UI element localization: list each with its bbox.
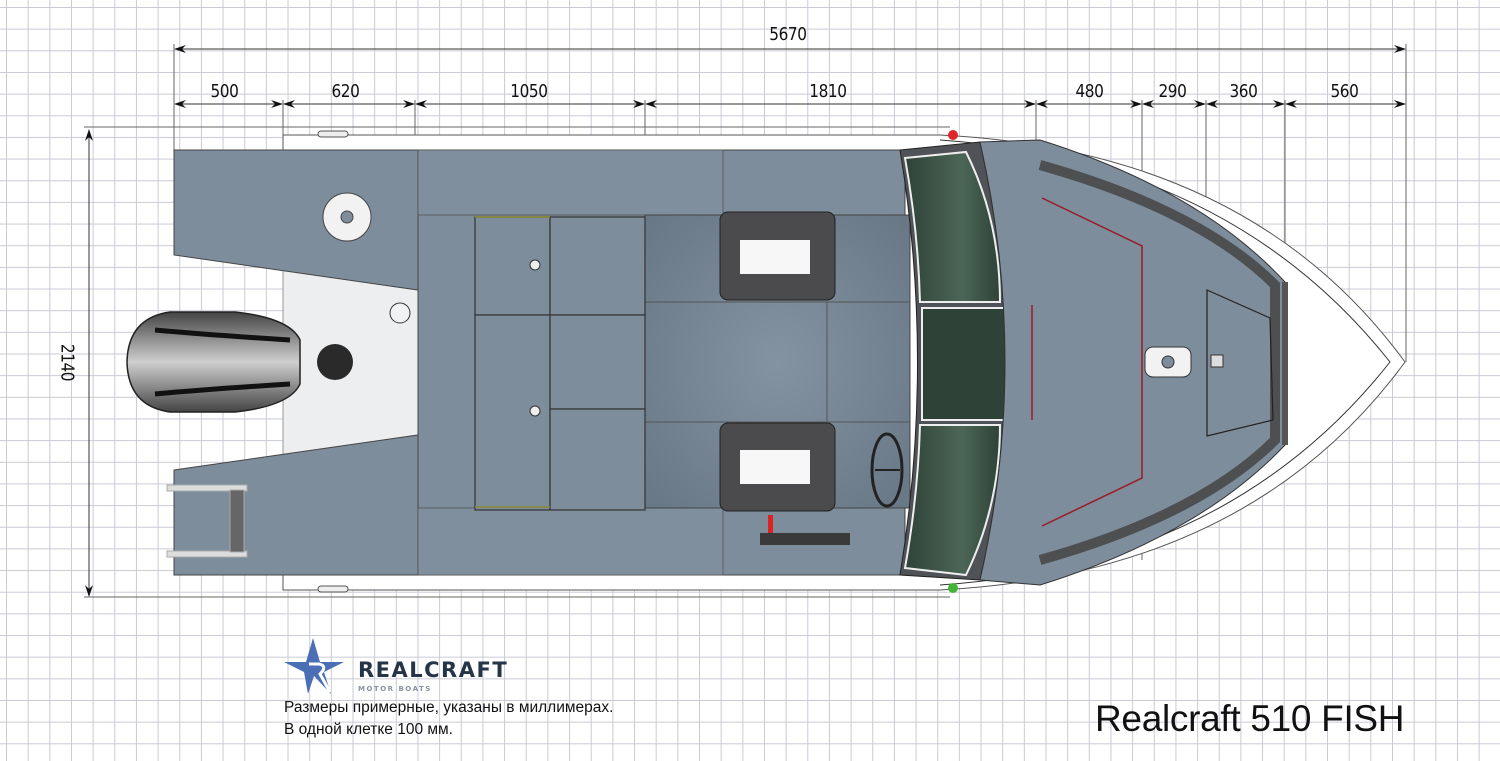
note-line-2: В одной клетке 100 мм. — [284, 721, 453, 738]
dim-segment-3: 1050 — [510, 81, 548, 102]
windshield-panel-port — [903, 150, 1002, 303]
dim-segment-1: 500 — [210, 81, 239, 102]
rear-deck-port — [173, 149, 419, 291]
boarding-ladder — [166, 484, 248, 558]
windshield-panel-starboard — [903, 424, 1002, 577]
windshield-panel-center — [921, 307, 1015, 421]
star-logo-icon — [284, 638, 344, 694]
dim-segment-4: 1810 — [809, 81, 847, 102]
hatch-latch-icons — [529, 259, 541, 417]
bow-deck — [979, 139, 1286, 586]
dim-segment-7: 360 — [1229, 81, 1258, 102]
dim-segment-2: 620 — [331, 81, 360, 102]
anchor-locker-hatch — [1206, 289, 1274, 437]
deck-hatches — [474, 216, 646, 511]
nav-light-port — [948, 130, 958, 140]
outboard-motor — [126, 311, 301, 413]
nav-light-starboard — [948, 583, 958, 593]
dim-segment-8: 560 — [1330, 81, 1359, 102]
brand-name: REALCRAFT — [358, 658, 509, 682]
dim-segment-6: 290 — [1158, 81, 1187, 102]
steering-wheel — [870, 432, 904, 508]
dim-overall-length: 5670 — [769, 24, 807, 45]
dim-segment-5: 480 — [1075, 81, 1104, 102]
brand-tagline: MOTOR BOATS — [358, 685, 432, 693]
model-title: Realcraft 510 FISH — [1095, 698, 1405, 739]
note-line-1: Размеры примерные, указаны в миллимерах. — [284, 699, 614, 716]
cleats — [317, 130, 349, 593]
seats — [719, 211, 836, 512]
